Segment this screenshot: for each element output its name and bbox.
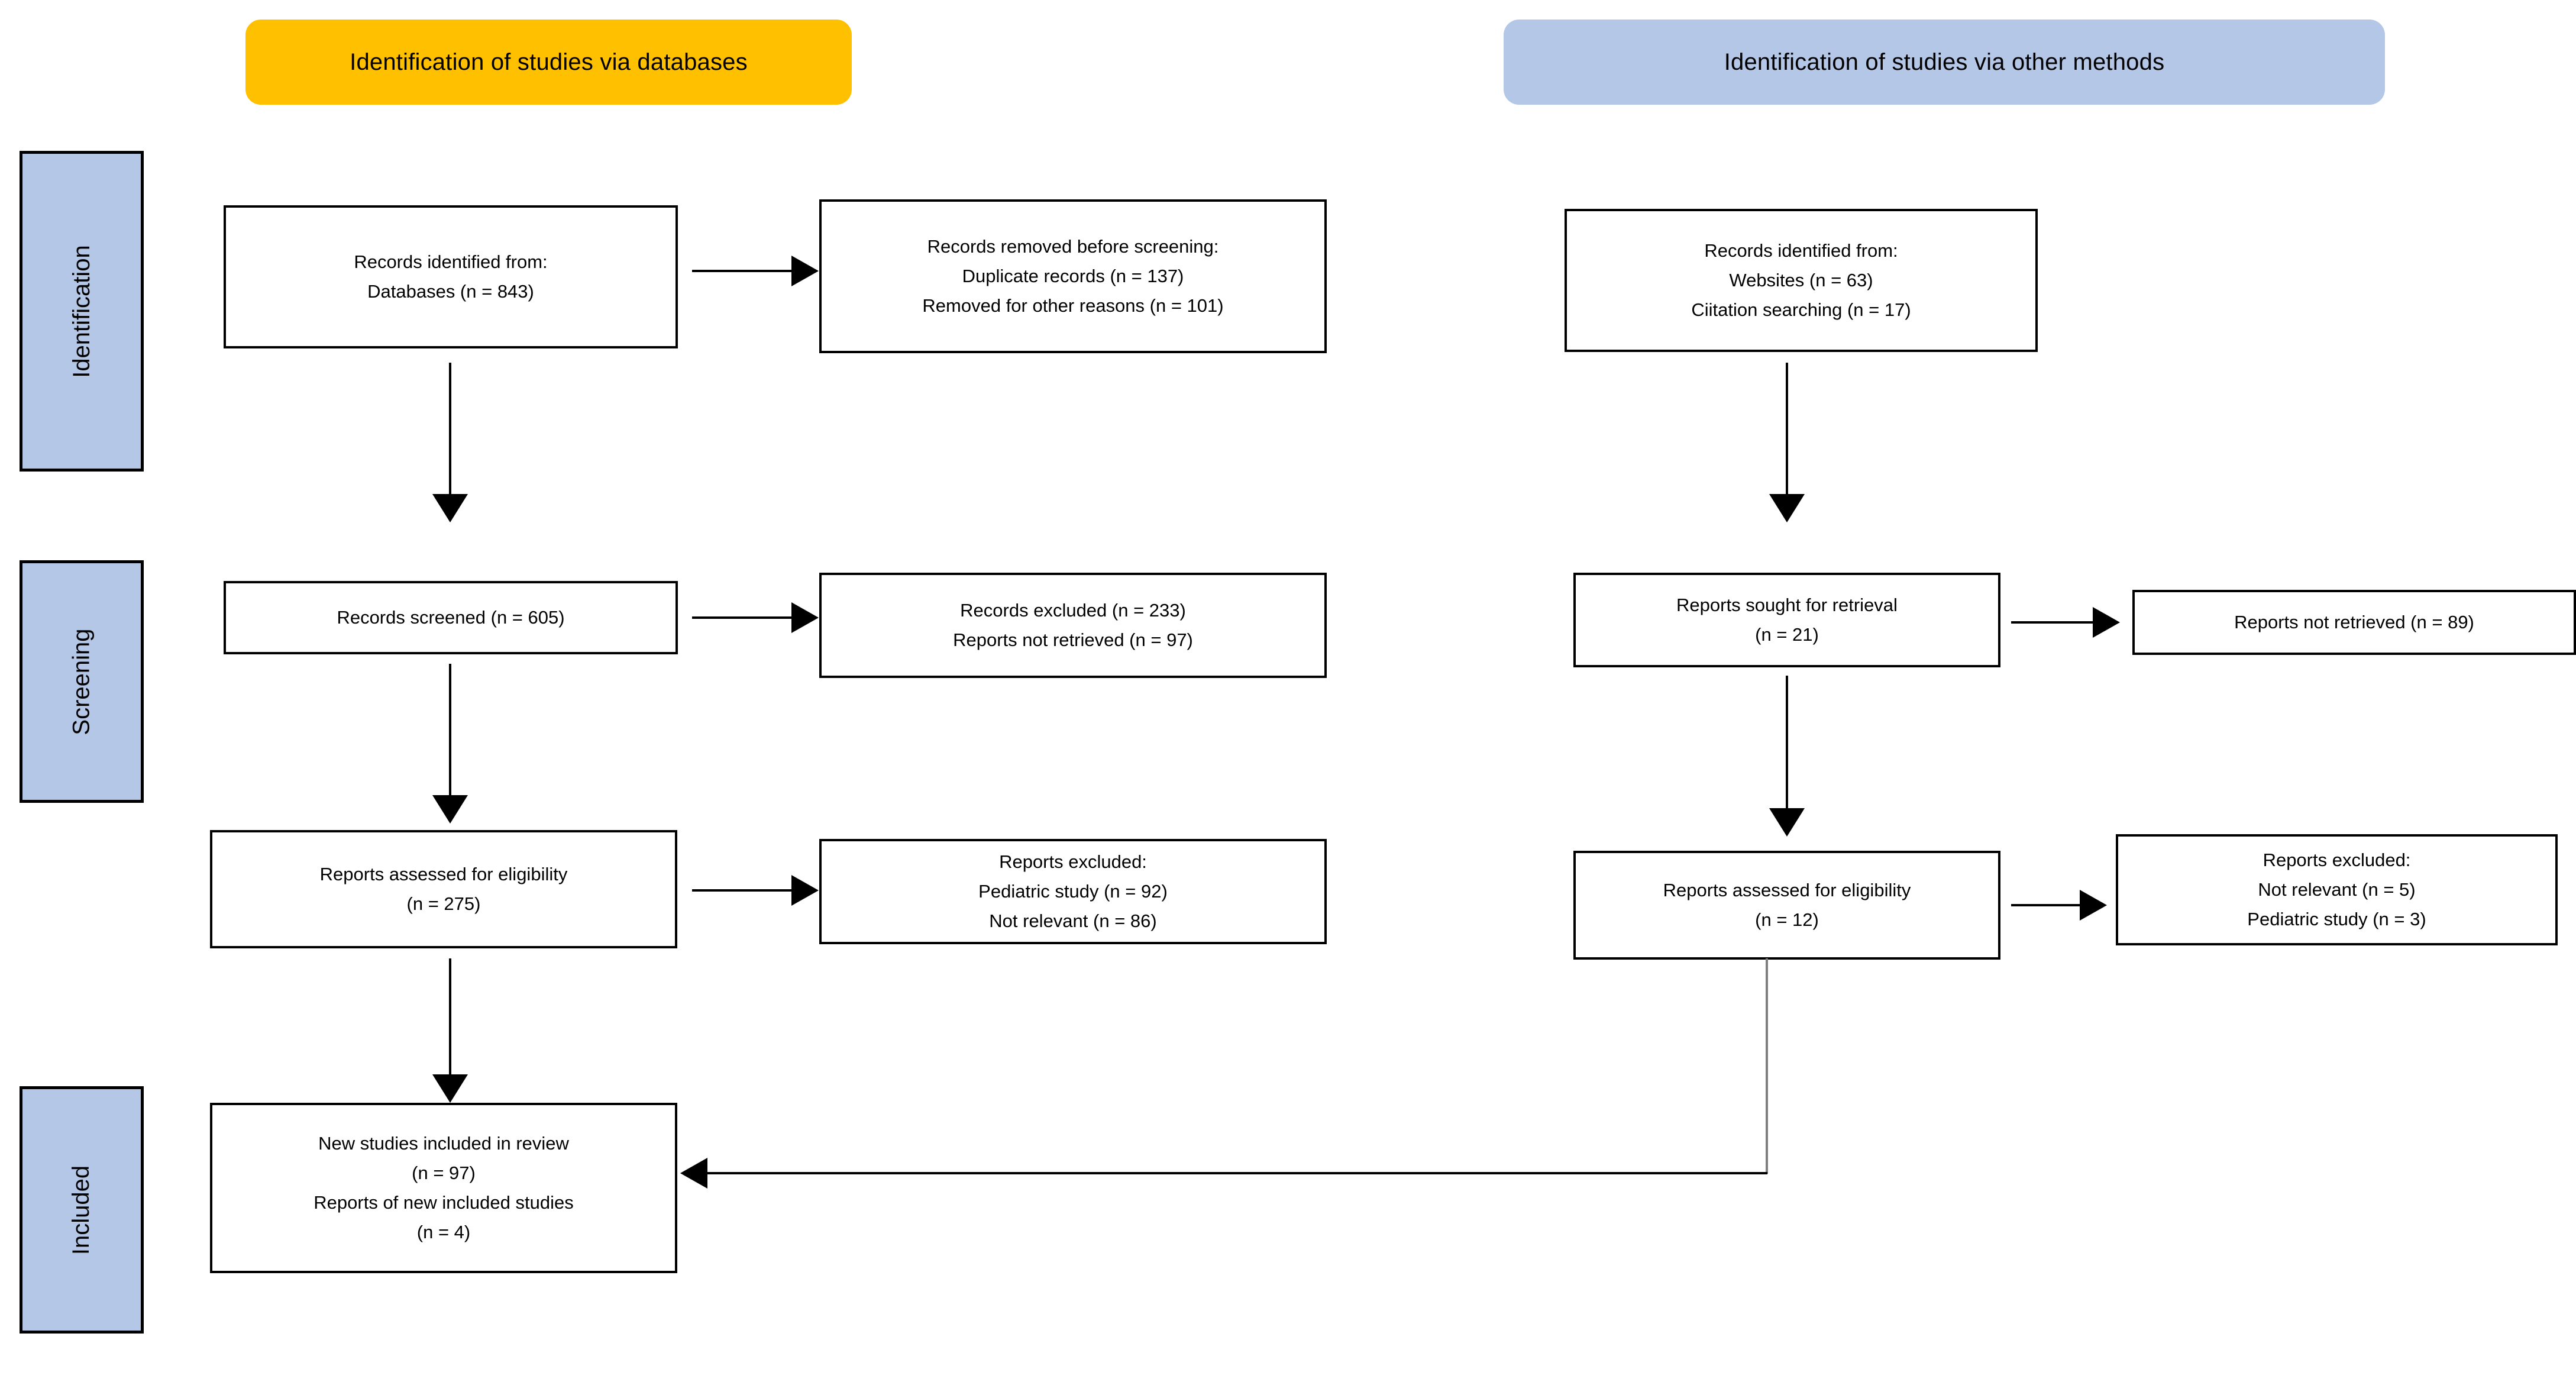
box-reports-not-retrieved: Reports not retrieved (n = 89) bbox=[2132, 590, 2576, 655]
box-line: Not relevant (n = 5) bbox=[2258, 879, 2416, 900]
box-line: Records identified from: bbox=[1704, 240, 1898, 261]
connector-screened-to-assessed-line bbox=[449, 664, 451, 799]
stage-rail-screening: Screening bbox=[20, 560, 144, 803]
connector-identified-to-screened-line bbox=[449, 363, 451, 498]
box-line: Records identified from: bbox=[354, 251, 548, 272]
arrow-screened-to-excluded-head bbox=[791, 602, 819, 633]
box-line: Removed for other reasons (n = 101) bbox=[922, 295, 1224, 317]
arrow-sought-to-not-retrieved-head bbox=[2093, 607, 2120, 638]
box-reports-excluded-other: Reports excluded: Not relevant (n = 5) P… bbox=[2116, 834, 2558, 945]
arrow-identified-to-screened-head bbox=[432, 494, 468, 522]
box-records-identified-from-databases: Records identified from: Databases (n = … bbox=[224, 205, 678, 348]
box-line: Reports not retrieved (n = 97) bbox=[953, 629, 1193, 650]
arrow-sought-to-assessed-other-head bbox=[1769, 808, 1805, 837]
box-line: Records excluded (n = 233) bbox=[960, 599, 1186, 621]
connector-assessed-other-to-included-horizontal bbox=[707, 1172, 1767, 1174]
box-records-identified-from-other-methods: Records identified from: Websites (n = 6… bbox=[1565, 209, 2038, 352]
box-reports-assessed-for-eligibility-databases: Reports assessed for eligibility (n = 27… bbox=[210, 830, 677, 948]
arrow-identified-to-removed-head bbox=[791, 256, 819, 286]
box-reports-excluded-databases: Reports excluded: Pediatric study (n = 9… bbox=[819, 839, 1327, 944]
box-line: Reports of new included studies bbox=[313, 1192, 574, 1213]
stage-rail-identification-label: Identification bbox=[68, 244, 95, 378]
box-line: Duplicate records (n = 137) bbox=[962, 265, 1184, 286]
box-line: Reports excluded: bbox=[999, 851, 1147, 872]
arrow-assessed-to-included-head bbox=[432, 1074, 468, 1103]
box-line: Pediatric study (n = 92) bbox=[978, 880, 1168, 902]
box-line: (n = 21) bbox=[1755, 624, 1819, 645]
box-line: Databases (n = 843) bbox=[367, 281, 534, 302]
box-line: Not relevant (n = 86) bbox=[989, 911, 1157, 932]
box-line: Reports sought for retrieval bbox=[1676, 594, 1898, 615]
box-line: (n = 97) bbox=[412, 1162, 476, 1183]
box-line: Pediatric study (n = 3) bbox=[2247, 909, 2426, 930]
box-line: Reports assessed for eligibility bbox=[1663, 879, 1911, 900]
box-line: Websites (n = 63) bbox=[1729, 269, 1873, 290]
arrow-assessed-to-excluded-other-head bbox=[2080, 890, 2107, 921]
box-line: (n = 12) bbox=[1755, 909, 1819, 930]
box-reports-sought-for-retrieval: Reports sought for retrieval (n = 21) bbox=[1573, 573, 2000, 667]
arrow-assessed-other-to-included-head bbox=[680, 1158, 707, 1189]
box-line: (n = 275) bbox=[406, 893, 481, 914]
box-records-excluded: Records excluded (n = 233) Reports not r… bbox=[819, 573, 1327, 678]
connector-assessed-to-included-line bbox=[449, 958, 451, 1078]
connector-assessed-to-excluded-db-line bbox=[692, 889, 793, 892]
arrow-identified-other-to-sought-head bbox=[1769, 494, 1805, 522]
box-line: Records screened (n = 605) bbox=[337, 606, 565, 628]
box-line: Ciitation searching (n = 17) bbox=[1691, 299, 1911, 321]
box-new-studies-included-in-review: New studies included in review (n = 97) … bbox=[210, 1103, 677, 1273]
connector-assessed-other-to-included-vertical bbox=[1766, 958, 1768, 1174]
box-reports-assessed-for-eligibility-other: Reports assessed for eligibility (n = 12… bbox=[1573, 851, 2000, 960]
arrow-screened-to-assessed-head bbox=[432, 795, 468, 824]
banner-identification-via-other-methods: Identification of studies via other meth… bbox=[1504, 20, 2385, 105]
banner-other-label: Identification of studies via other meth… bbox=[1724, 49, 2165, 75]
box-records-screened: Records screened (n = 605) bbox=[224, 581, 678, 654]
banner-databases-label: Identification of studies via databases bbox=[350, 49, 748, 75]
stage-rail-screening-label: Screening bbox=[68, 628, 95, 735]
connector-sought-to-assessed-other-line bbox=[1786, 676, 1788, 812]
box-line: Reports not retrieved (n = 89) bbox=[2234, 611, 2474, 632]
box-line: (n = 4) bbox=[416, 1222, 471, 1243]
connector-assessed-to-excluded-other-line bbox=[2011, 904, 2081, 906]
box-line: New studies included in review bbox=[318, 1132, 569, 1154]
box-records-removed-before-screening: Records removed before screening: Duplic… bbox=[819, 199, 1327, 353]
banner-identification-via-databases: Identification of studies via databases bbox=[245, 20, 852, 105]
box-line: Reports excluded: bbox=[2263, 849, 2411, 870]
box-line: Reports assessed for eligibility bbox=[319, 863, 568, 884]
stage-rail-included-label: Included bbox=[68, 1165, 95, 1255]
connector-identified-other-to-sought-line bbox=[1786, 363, 1788, 498]
stage-rail-included: Included bbox=[20, 1086, 144, 1334]
box-line: Records removed before screening: bbox=[927, 235, 1219, 257]
connector-sought-to-not-retrieved-line bbox=[2011, 621, 2094, 624]
arrow-assessed-to-excluded-db-head bbox=[791, 875, 819, 906]
stage-rail-identification: Identification bbox=[20, 151, 144, 472]
connector-screened-to-excluded-line bbox=[692, 616, 793, 619]
connector-identified-to-removed-line bbox=[692, 270, 793, 272]
